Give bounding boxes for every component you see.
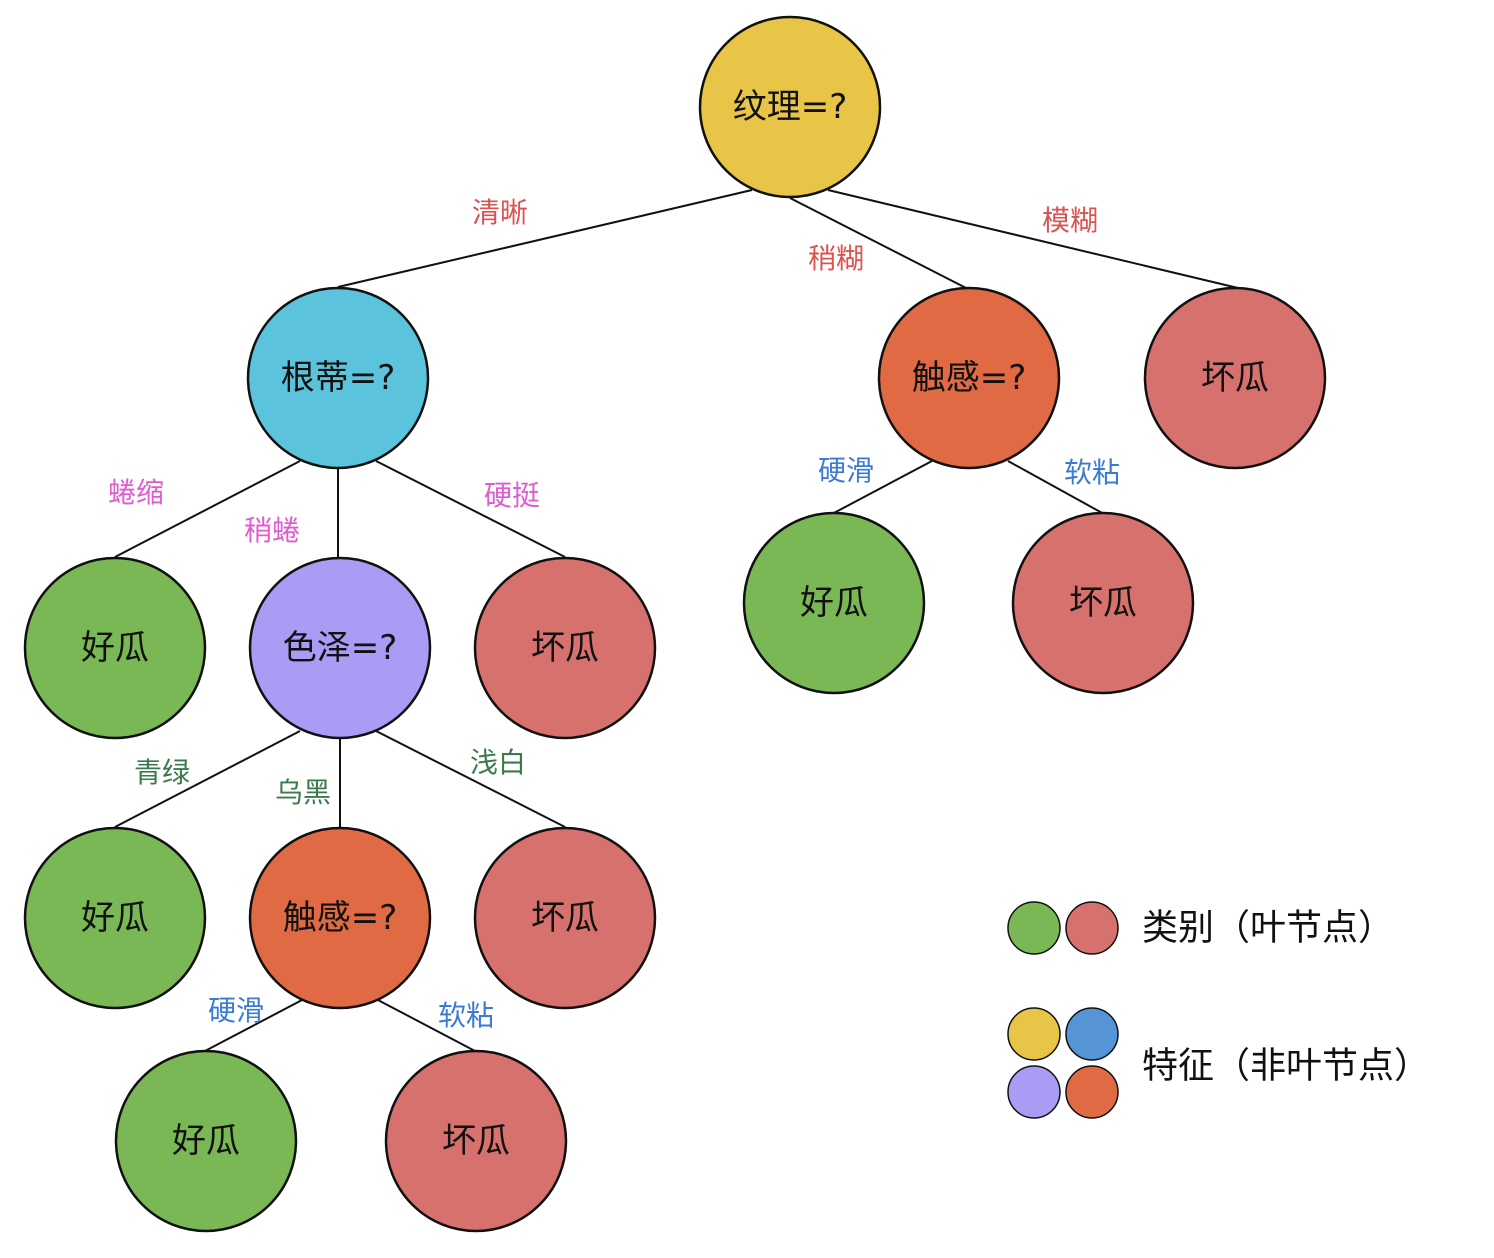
node-label-good-left-2: 好瓜	[81, 898, 149, 938]
node-bad-right-2: 坏瓜	[1011, 511, 1195, 695]
edge-touch-l-soft	[377, 999, 476, 1052]
legend-dot-purple	[1007, 1065, 1061, 1119]
node-texture: 纹理=?	[698, 15, 882, 199]
node-good-left-3: 好瓜	[114, 1049, 298, 1233]
legend-dot-blue	[1065, 1007, 1119, 1061]
node-label-good-left-1: 好瓜	[81, 628, 149, 668]
node-touch-left: 触感=?	[248, 826, 432, 1010]
node-label-bad-left-1: 坏瓜	[531, 628, 599, 668]
legend: 类别（叶节点） 特征（非叶节点）	[1007, 901, 1430, 1119]
edge-touch-r-soft	[1007, 460, 1105, 515]
edge-touch-l-hard	[204, 999, 303, 1052]
edge-label-slight-curl: 稍蜷	[244, 514, 300, 547]
node-label-bad-right: 坏瓜	[1201, 358, 1269, 398]
edge-label-touch-l-soft: 软粘	[438, 999, 494, 1032]
edge-label-blur: 模糊	[1042, 204, 1098, 237]
edge-touch-r-hard	[831, 460, 933, 515]
node-label-root: 根蒂=?	[281, 358, 396, 398]
edge-labels: 清晰 稍糊 模糊 蜷缩 稍蜷 硬挺 硬滑 软粘 青绿 乌黑 浅白 硬滑 软粘	[108, 196, 1120, 1032]
edge-label-clear: 清晰	[472, 196, 528, 229]
node-bad-left-3: 坏瓜	[384, 1049, 568, 1233]
edge-root-stiff	[375, 460, 566, 558]
edge-color-white	[375, 730, 566, 828]
node-good-right-2: 好瓜	[742, 511, 926, 695]
node-bad-left-1: 坏瓜	[473, 556, 657, 740]
edge-color-green	[114, 730, 301, 828]
legend-label-feature: 特征（非叶节点）	[1142, 1046, 1430, 1087]
legend-label-class: 类别（叶节点）	[1142, 908, 1394, 949]
edge-label-touch-r-hard: 硬滑	[818, 454, 874, 487]
node-label-good-left-3: 好瓜	[172, 1121, 240, 1161]
node-good-left-1: 好瓜	[23, 556, 207, 740]
node-good-left-2: 好瓜	[23, 826, 207, 1010]
edge-lines	[114, 189, 1239, 1052]
edge-label-touch-r-soft: 软粘	[1064, 456, 1120, 489]
legend-dot-orange	[1065, 1065, 1119, 1119]
legend-dot-good	[1007, 901, 1061, 955]
edge-label-curl: 蜷缩	[108, 476, 164, 509]
node-label-color: 色泽=?	[283, 628, 398, 668]
node-label-touch-right: 触感=?	[912, 358, 1027, 398]
node-label-texture: 纹理=?	[733, 87, 848, 127]
tree-nodes: 纹理=? 根蒂=? 触感=? 坏瓜 好瓜 色泽=? 坏瓜 好瓜	[23, 15, 1327, 1233]
node-label-bad-left-3: 坏瓜	[442, 1121, 510, 1161]
edge-root-curl	[114, 460, 301, 558]
node-label-touch-left: 触感=?	[283, 898, 398, 938]
edge-label-slight-blur: 稍糊	[808, 242, 864, 275]
node-bad-right: 坏瓜	[1143, 286, 1327, 470]
node-touch-right: 触感=?	[877, 286, 1061, 470]
edge-label-black: 乌黑	[275, 776, 331, 809]
node-color: 色泽=?	[248, 556, 432, 740]
edge-label-white: 浅白	[470, 746, 526, 779]
node-bad-left-2: 坏瓜	[473, 826, 657, 1010]
edge-texture-slight-blur	[789, 197, 969, 290]
edge-label-stiff: 硬挺	[484, 479, 540, 512]
legend-dot-yellow	[1007, 1007, 1061, 1061]
node-label-bad-left-2: 坏瓜	[531, 898, 599, 938]
edge-label-green: 青绿	[134, 756, 190, 789]
node-label-good-right-2: 好瓜	[800, 583, 868, 623]
edge-texture-clear	[337, 189, 753, 288]
node-label-bad-right-2: 坏瓜	[1069, 583, 1137, 623]
edge-texture-blur	[827, 189, 1239, 289]
node-root: 根蒂=?	[246, 286, 430, 470]
edge-label-touch-l-hard: 硬滑	[208, 994, 264, 1027]
legend-dot-bad	[1065, 901, 1119, 955]
